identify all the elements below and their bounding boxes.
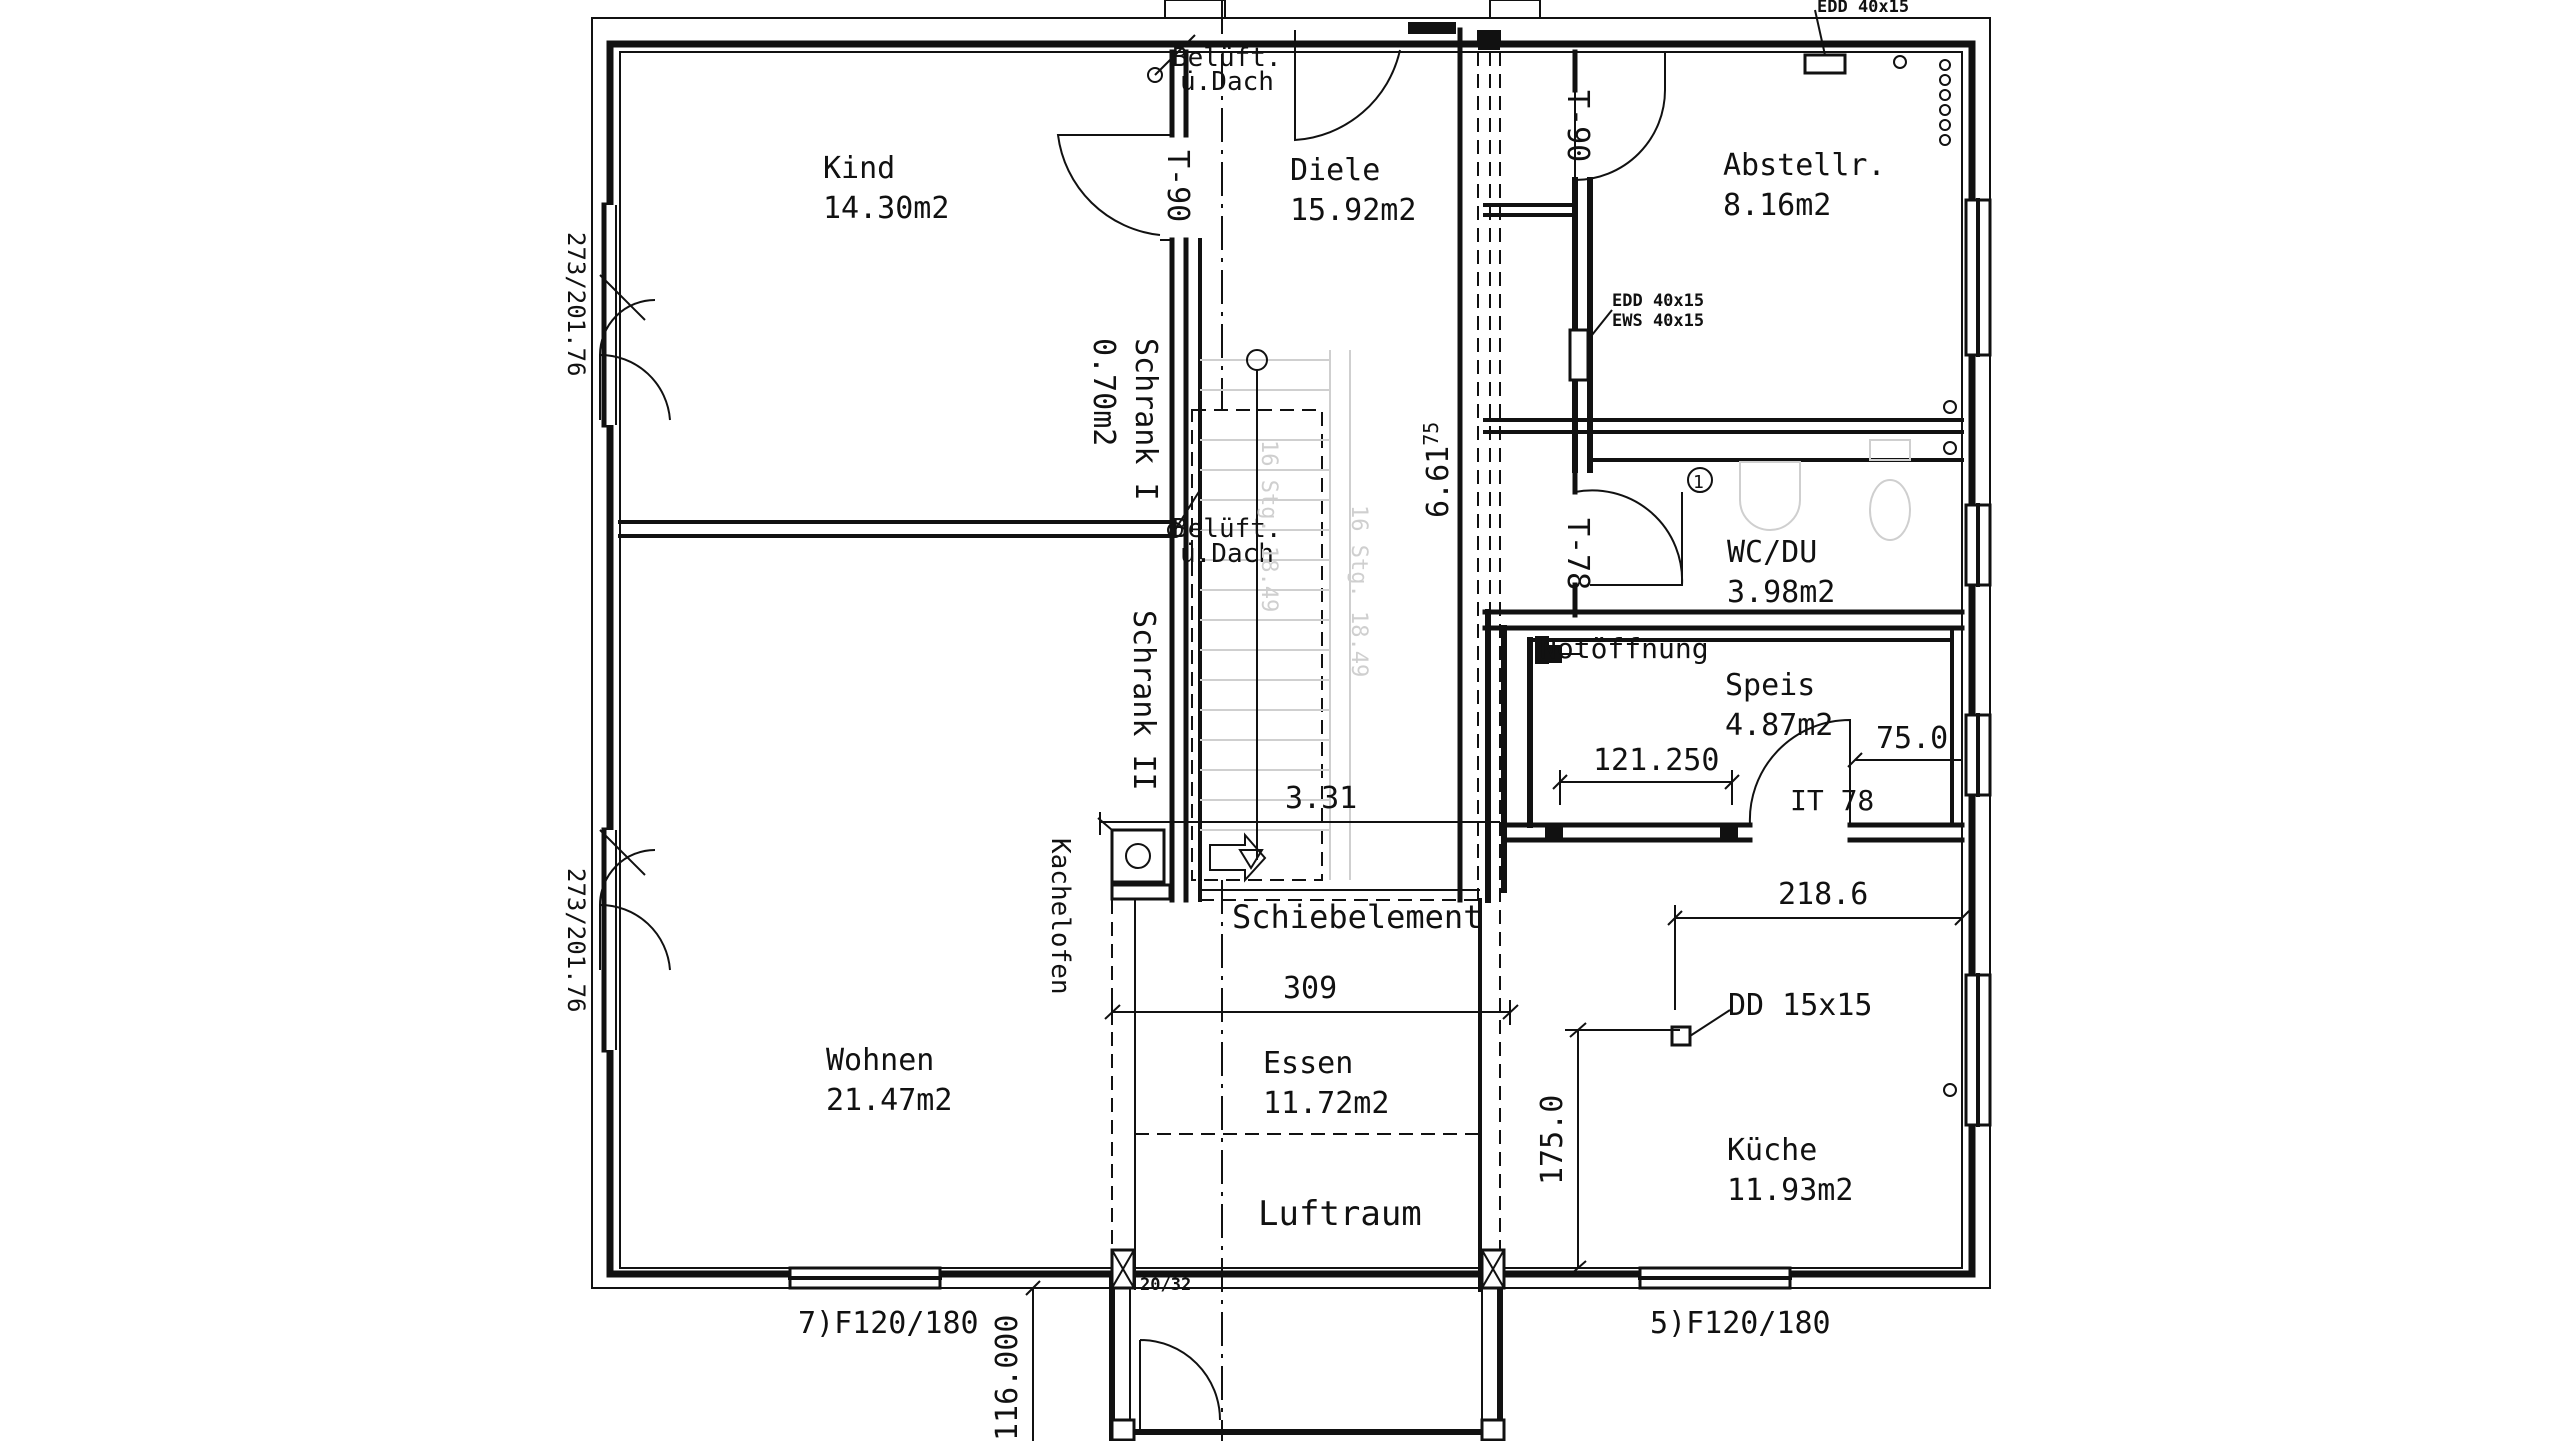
door-t90-right-label: T-90 xyxy=(1560,90,1595,162)
annotation-labels: Belüft. ü.Dach Belüft. ü.Dach T-90 T-90 … xyxy=(562,0,1909,1341)
edd-top-label: EDD 40x15 xyxy=(1817,0,1909,17)
udach-mid-label: ü.Dach xyxy=(1180,539,1274,569)
room-area-schrank1: 0.70m2 xyxy=(1086,338,1121,446)
outer-walls xyxy=(591,17,1991,1441)
bathroom-fixtures xyxy=(1687,439,1911,541)
wall-side-label-b: 273/201.76 xyxy=(562,868,590,1013)
beluft-top-label: Belüft. xyxy=(1172,43,1282,73)
kachelofen-label: Kachelofen xyxy=(1045,838,1075,995)
dim-750: 75.0 xyxy=(1876,721,1948,756)
beluft-mid-label: Belüft. xyxy=(1172,514,1282,544)
room-area-speis: 4.87m2 xyxy=(1725,708,1833,743)
room-area-abstellr: 8.16m2 xyxy=(1723,188,1831,223)
fixture-marker-label: 1 xyxy=(1693,472,1704,493)
dim-2186: 218.6 xyxy=(1778,877,1868,912)
interior-walls xyxy=(618,22,1965,1441)
door-t90-left-label: T-90 xyxy=(1160,150,1195,222)
stair-steps-label-a: 16 Stg. 18.49 xyxy=(1256,440,1281,612)
room-name-luftraum: Luftraum xyxy=(1258,1194,1422,1234)
edd-mid-label: EDD 40x15 xyxy=(1612,291,1704,311)
dim-116000: 116.000 xyxy=(990,1315,1025,1441)
room-area-essen: 11.72m2 xyxy=(1263,1086,1389,1121)
dimension-labels: 6.6175 3.31 309 218.6 175.0 121.250 75.0… xyxy=(990,422,1948,1441)
dimension-lines xyxy=(1020,42,1970,1441)
stairs xyxy=(1191,0,1351,1441)
schiebelement-label: Schiebelement xyxy=(1232,898,1482,936)
pipes xyxy=(1147,9,1957,1097)
room-area-diele: 15.92m2 xyxy=(1290,193,1416,228)
dim-661: 6.6175 xyxy=(1419,422,1456,518)
window-right-label: 5)F120/180 xyxy=(1650,1306,1831,1341)
room-area-kueche: 11.93m2 xyxy=(1727,1173,1853,1208)
stair-steps-label-b: 16 Stg. 18.49 xyxy=(1346,505,1371,677)
kachelofen-stove xyxy=(1097,817,1172,901)
windows xyxy=(586,0,1992,1290)
room-name-kind: Kind xyxy=(823,151,895,186)
room-area-wc: 3.98m2 xyxy=(1727,575,1835,610)
room-area-kind: 14.30m2 xyxy=(823,191,949,226)
doors xyxy=(1056,30,1851,1432)
room-name-essen: Essen xyxy=(1263,1046,1353,1081)
room-name-diele: Diele xyxy=(1290,153,1380,188)
udach-top-label: ü.Dach xyxy=(1180,67,1274,97)
room-name-speis: Speis xyxy=(1725,668,1815,703)
door-t78-label: T-78 xyxy=(1560,518,1595,590)
room-name-kueche: Küche xyxy=(1727,1133,1817,1168)
dim-331: 3.31 xyxy=(1285,781,1357,816)
dd-label: DD 15x15 xyxy=(1728,988,1873,1023)
room-name-wc: WC/DU xyxy=(1727,535,1817,570)
room-name-schrank2: Schrank II xyxy=(1126,610,1161,791)
room-name-wohnen: Wohnen xyxy=(826,1043,934,1078)
room-name-abstellr: Abstellr. xyxy=(1723,148,1886,183)
wall-side-label-a: 273/201.76 xyxy=(562,232,590,377)
size-2032-label: 20/32 xyxy=(1140,1275,1191,1295)
room-area-wohnen: 21.47m2 xyxy=(826,1083,952,1118)
dim-121250: 121.250 xyxy=(1593,743,1719,778)
dim-309: 309 xyxy=(1283,971,1337,1006)
ews-mid-label: EWS 40x15 xyxy=(1612,311,1704,331)
room-labels: Kind 14.30m2 Diele 15.92m2 Abstellr. 8.1… xyxy=(823,148,1886,1234)
door-it78-label: IT 78 xyxy=(1790,784,1874,817)
room-name-schrank1: Schrank I xyxy=(1128,338,1163,501)
notoffnung-label: Notöffnung xyxy=(1540,632,1709,665)
window-left-label: 7)F120/180 xyxy=(798,1306,979,1341)
dim-1750: 175.0 xyxy=(1535,1095,1570,1185)
